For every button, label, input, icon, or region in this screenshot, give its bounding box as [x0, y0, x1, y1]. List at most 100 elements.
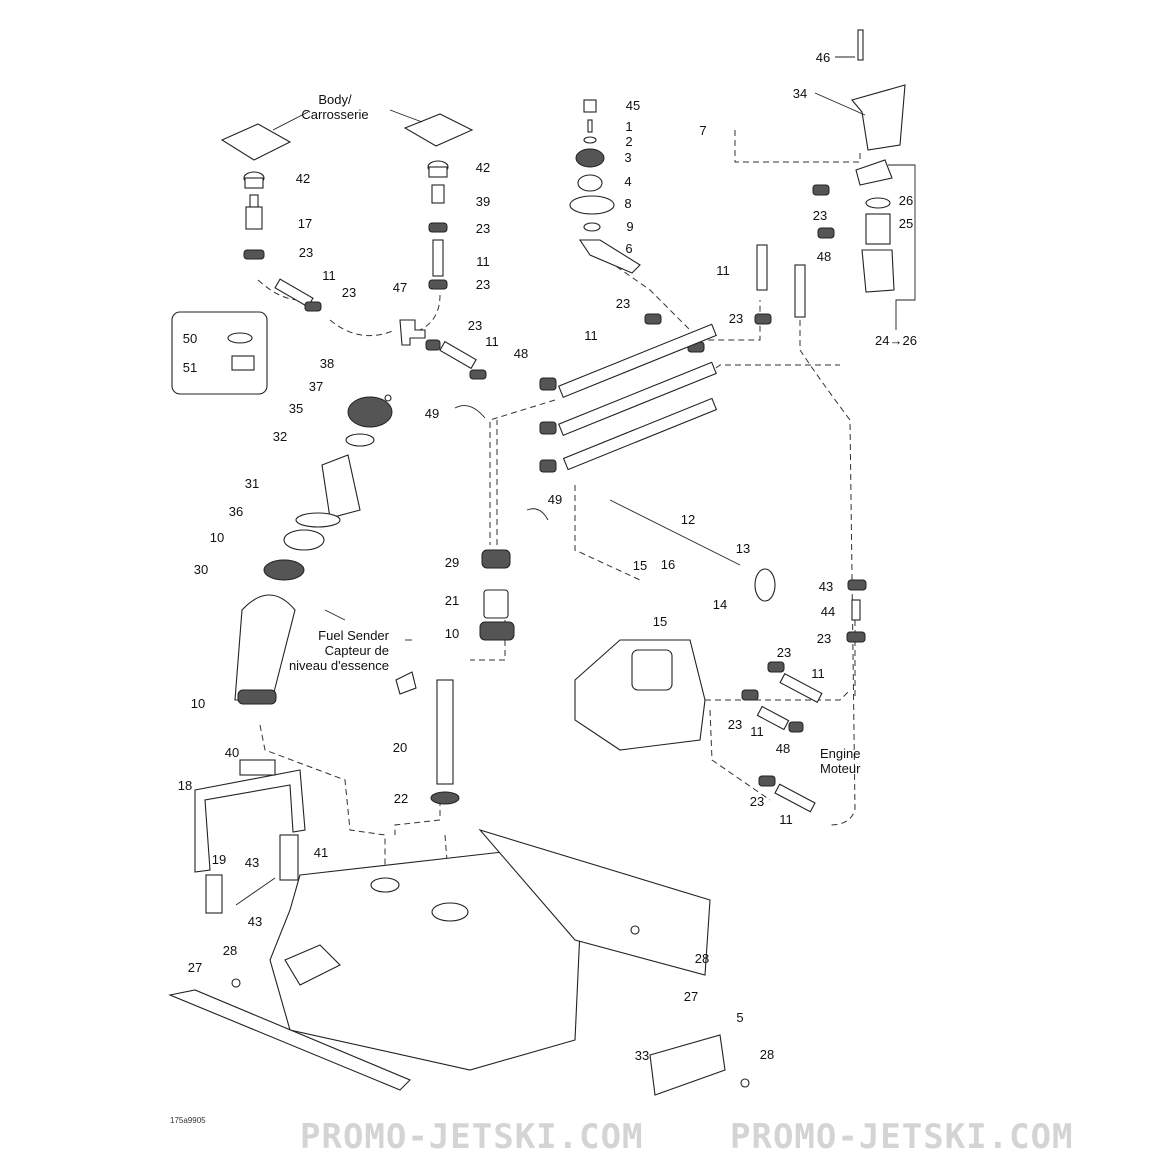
part-label: 42 — [296, 171, 310, 186]
note-carrosserie: Carrosserie — [301, 107, 368, 122]
part-label: 16 — [661, 557, 675, 572]
tank-straps — [194, 759, 306, 914]
fuel-sender — [395, 549, 515, 805]
fuel-hoses — [454, 313, 718, 521]
filler-neck — [234, 394, 393, 705]
part-label: 43 — [819, 579, 833, 594]
part-label: 38 — [320, 356, 334, 371]
part-label: 15 — [633, 558, 647, 573]
part-label: 23 — [299, 245, 313, 260]
watermark-text-2: PROMO-JETSKI.COM — [730, 1117, 1074, 1155]
part-label: 11 — [779, 812, 793, 827]
part-label: 44 — [821, 604, 835, 619]
watermark-text-1: PROMO-JETSKI.COM — [300, 1117, 644, 1155]
vent-fittings-right — [399, 160, 487, 380]
part-label: 41 — [314, 845, 328, 860]
part-label: 11 — [811, 666, 825, 681]
part-label: 43 — [248, 914, 262, 929]
clip-inset-box — [171, 311, 268, 395]
part-label: 21 — [445, 593, 459, 608]
part-label: 24→26 — [875, 333, 917, 348]
part-label: 40 — [225, 745, 239, 760]
notes: Body/ Carrosserie Fuel Sender Capteur de… — [170, 92, 861, 1125]
note-fuel-sender: Fuel Sender — [318, 628, 389, 643]
leader-lines — [272, 56, 866, 641]
part-label: 49 — [425, 406, 439, 421]
part-label: 23 — [342, 285, 356, 300]
part-label: 23 — [813, 208, 827, 223]
drawing-code: 175a9905 — [170, 1116, 206, 1125]
part-label: 28 — [695, 951, 709, 966]
part-label: 32 — [273, 429, 287, 444]
part-label: 23 — [777, 645, 791, 660]
part-label: 29 — [445, 555, 459, 570]
carburetor — [574, 499, 867, 813]
part-label: 35 — [289, 401, 303, 416]
part-label: 26 — [899, 193, 913, 208]
note-body: Body/ — [318, 92, 352, 107]
part-label: 25 — [899, 216, 913, 231]
part-label: 9 — [626, 219, 633, 234]
vent-fittings-left — [243, 171, 322, 312]
part-label: 50 — [183, 331, 197, 346]
part-number-labels: 4634451234896742172311234239231123472311… — [178, 50, 917, 1063]
part-label: 11 — [485, 334, 499, 349]
part-label: 45 — [626, 98, 640, 113]
part-label: 47 — [393, 280, 407, 295]
part-label: 11 — [322, 268, 336, 283]
part-label: 15 — [653, 614, 667, 629]
fuel-tank — [168, 828, 750, 1096]
part-label: 4 — [624, 174, 631, 189]
part-label: 23 — [728, 717, 742, 732]
part-label: 27 — [684, 989, 698, 1004]
part-label: 23 — [468, 318, 482, 333]
part-label: 48 — [817, 249, 831, 264]
part-label: 30 — [194, 562, 208, 577]
part-label: 7 — [699, 123, 706, 138]
part-label: 19 — [212, 852, 226, 867]
part-label: 1 — [625, 119, 632, 134]
part-label: 28 — [223, 943, 237, 958]
part-label: 13 — [736, 541, 750, 556]
part-label: 8 — [624, 196, 631, 211]
part-label: 48 — [776, 741, 790, 756]
part-label: 11 — [584, 328, 598, 343]
part-label: 11 — [750, 724, 764, 739]
part-label: 39 — [476, 194, 490, 209]
note-engine: Engine — [820, 746, 860, 761]
part-label: 37 — [309, 379, 323, 394]
part-label: 11 — [476, 254, 490, 269]
fuel-pump-assembly — [754, 29, 916, 330]
part-label: 20 — [393, 740, 407, 755]
part-label: 27 — [188, 960, 202, 975]
part-label: 11 — [716, 263, 730, 278]
part-label: 10 — [210, 530, 224, 545]
part-label: 33 — [635, 1048, 649, 1063]
part-label: 36 — [229, 504, 243, 519]
part-label: 46 — [816, 50, 830, 65]
note-moteur: Moteur — [820, 761, 861, 776]
part-label: 10 — [191, 696, 205, 711]
part-label: 2 — [625, 134, 632, 149]
part-label: 3 — [624, 150, 631, 165]
fuel-valve-stack — [569, 99, 641, 274]
part-label: 23 — [750, 794, 764, 809]
part-label: 12 — [681, 512, 695, 527]
part-label: 23 — [476, 221, 490, 236]
part-label: 23 — [817, 631, 831, 646]
part-label: 18 — [178, 778, 192, 793]
part-label: 34 — [793, 86, 807, 101]
note-capteur: Capteur de — [325, 643, 389, 658]
part-label: 48 — [514, 346, 528, 361]
part-label: 51 — [183, 360, 197, 375]
part-label: 17 — [298, 216, 312, 231]
part-label: 22 — [394, 791, 408, 806]
part-label: 49 — [548, 492, 562, 507]
part-label: 23 — [729, 311, 743, 326]
watermark: PROMO-JETSKI.COM PROMO-JETSKI.COM — [300, 1117, 1074, 1155]
part-label: 28 — [760, 1047, 774, 1062]
part-label: 23 — [476, 277, 490, 292]
note-niveau: niveau d'essence — [289, 658, 389, 673]
